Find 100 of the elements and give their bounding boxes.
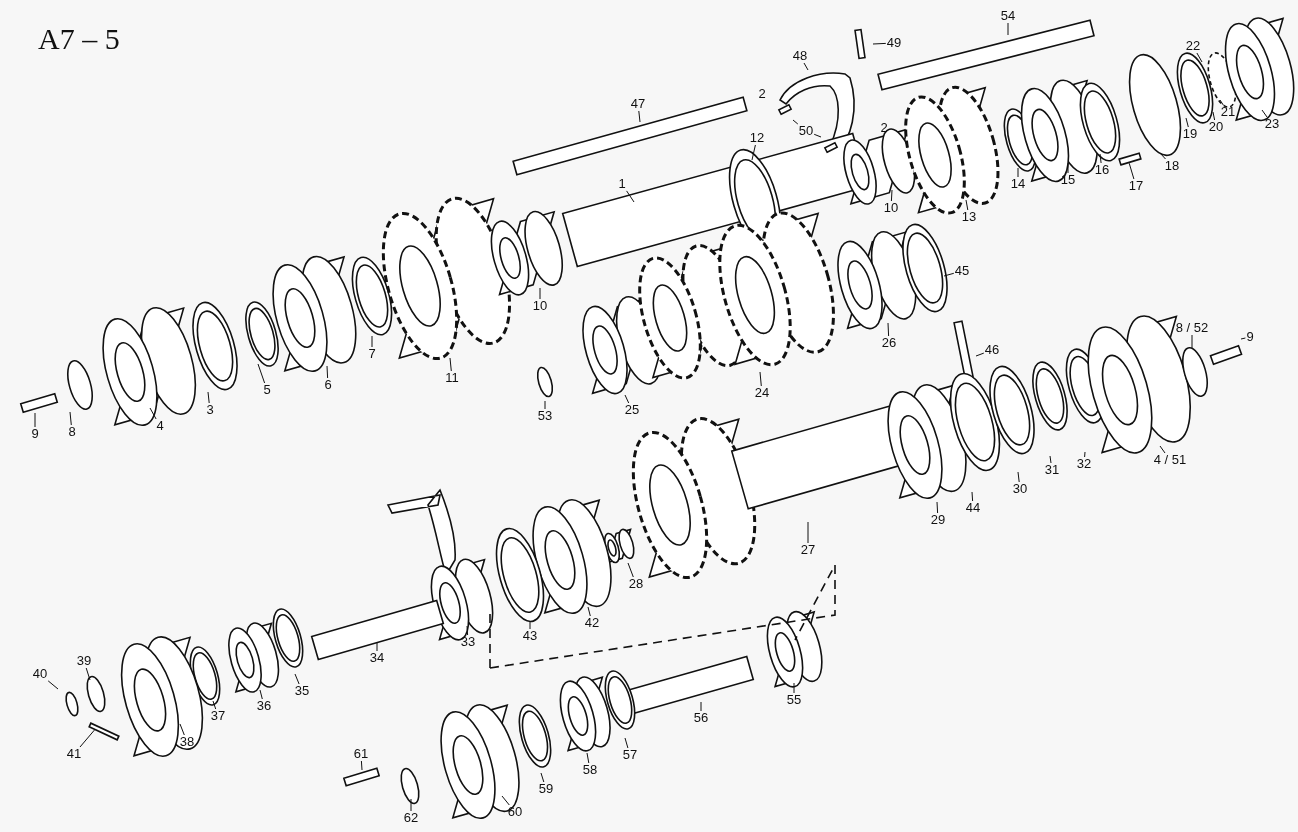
callout-number: 7 — [367, 347, 377, 361]
leader-line — [540, 772, 545, 783]
callout-number: 10 — [531, 299, 549, 313]
leader-line — [638, 110, 641, 123]
leader-line — [529, 620, 531, 630]
leader-line — [1196, 52, 1203, 63]
callout-number: 5 — [262, 383, 272, 397]
callout-number: 61 — [352, 747, 370, 761]
leader-line — [501, 795, 510, 806]
leader-line — [626, 190, 635, 203]
leader-line — [1099, 153, 1102, 164]
callout-number: 54 — [999, 9, 1017, 23]
leader-line — [887, 322, 890, 337]
leader-line — [1017, 471, 1020, 483]
leader-line — [965, 199, 969, 211]
pin-drawing — [1118, 152, 1142, 166]
callout-number: 19 — [1181, 127, 1199, 141]
callout-number: 47 — [629, 97, 647, 111]
callout-number: 49 — [885, 36, 903, 50]
callout-number: 43 — [521, 629, 539, 643]
callout-number: 4 — [155, 419, 165, 433]
leader-line — [807, 521, 809, 544]
callout-number: 2 — [879, 121, 889, 135]
leader-line — [624, 394, 630, 404]
callout-number: 37 — [209, 709, 227, 723]
leader-line — [544, 400, 546, 410]
leader-line — [1049, 455, 1052, 464]
leader-line — [149, 407, 157, 420]
leader-line — [69, 411, 72, 426]
leader-line — [85, 667, 91, 681]
leader-line — [700, 701, 702, 712]
leader-line — [1185, 117, 1189, 128]
pin-drawing — [88, 722, 120, 741]
callout-number: 8 / 52 — [1174, 321, 1210, 335]
leader-line — [207, 391, 210, 404]
callout-number: 44 — [964, 501, 982, 515]
leader-line — [890, 189, 893, 202]
leader-line — [1084, 451, 1086, 458]
leader-line — [259, 689, 263, 700]
callout-number: 31 — [1043, 463, 1061, 477]
leader-line — [587, 606, 591, 617]
callout-number: 27 — [799, 543, 817, 557]
callout-number: 6 — [323, 378, 333, 392]
callout-number: 23 — [1263, 117, 1281, 131]
callout-number: 38 — [178, 735, 196, 749]
leader-line — [793, 682, 795, 694]
callout-number: 18 — [1163, 159, 1181, 173]
callout-number: 42 — [583, 616, 601, 630]
callout-number: 45 — [953, 264, 971, 278]
leader-line — [376, 641, 378, 652]
callout-number: 3 — [205, 403, 215, 417]
leader-line — [872, 42, 887, 45]
leader-line — [257, 363, 266, 384]
leader-line — [971, 491, 974, 502]
callout-number: 15 — [1059, 173, 1077, 187]
callout-number: 24 — [753, 386, 771, 400]
callout-number: 28 — [627, 577, 645, 591]
callout-number: 26 — [880, 336, 898, 350]
callout-number: 22 — [1184, 39, 1202, 53]
callout-number: 46 — [983, 343, 1001, 357]
callout-number: 17 — [1127, 179, 1145, 193]
leader-line — [1191, 334, 1193, 349]
leader-line — [624, 737, 629, 749]
callout-number: 1 — [617, 177, 627, 191]
leader-line — [943, 272, 955, 277]
callout-number: 9 — [1245, 330, 1255, 344]
callout-number: 10 — [882, 201, 900, 215]
leader-line — [813, 133, 822, 138]
leader-line — [212, 700, 217, 710]
leader-line — [1240, 337, 1246, 340]
callout-number: 14 — [1009, 177, 1027, 191]
leader-line — [586, 752, 590, 764]
leader-line — [326, 365, 329, 379]
callout-number: 57 — [621, 748, 639, 762]
callout-number: 48 — [791, 49, 809, 63]
leader-line — [759, 371, 762, 387]
callout-number: 32 — [1075, 457, 1093, 471]
callout-number: 36 — [255, 699, 273, 713]
leader-line — [179, 723, 185, 736]
leader-line — [34, 412, 36, 428]
callout-number: 60 — [506, 805, 524, 819]
callout-number: 2 — [757, 87, 767, 101]
callout-number: 56 — [692, 711, 710, 725]
figure-title: A7 – 5 — [38, 22, 120, 56]
leader-line — [1128, 162, 1135, 180]
callout-number: 30 — [1011, 482, 1029, 496]
callout-number: 25 — [623, 403, 641, 417]
leader-line — [1261, 109, 1268, 118]
callout-number: 59 — [537, 782, 555, 796]
callout-number: 53 — [536, 409, 554, 423]
callout-number: 16 — [1093, 163, 1111, 177]
callout-number: 58 — [581, 763, 599, 777]
callout-number: 8 — [67, 425, 77, 439]
callout-number: 39 — [75, 654, 93, 668]
leader-line — [466, 625, 469, 636]
leader-line — [360, 760, 363, 771]
callout-number: 29 — [929, 513, 947, 527]
callout-number: 41 — [65, 747, 83, 761]
leader-line — [410, 798, 412, 812]
callout-number: 35 — [293, 684, 311, 698]
